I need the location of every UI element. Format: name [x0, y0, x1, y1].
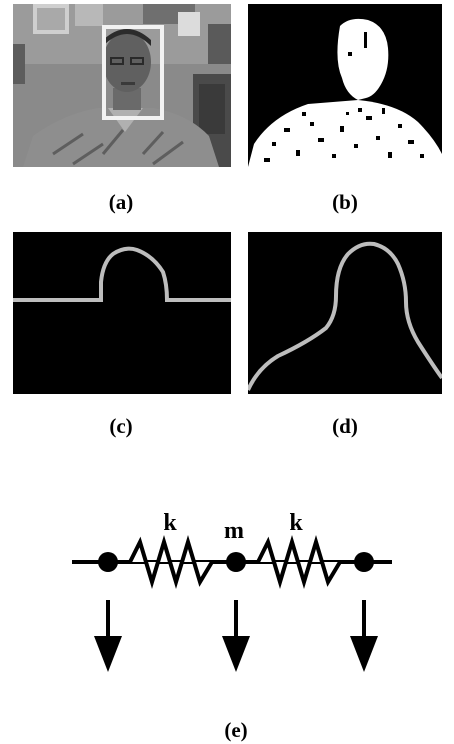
panel-b-segmentation — [248, 4, 442, 167]
segmentation-image — [248, 4, 442, 167]
contour-line — [13, 246, 231, 302]
spring-mass-diagram: k m k — [72, 510, 392, 672]
panel-a-photo — [13, 4, 231, 167]
spring-right — [236, 535, 364, 589]
spring-right-label: k — [289, 510, 303, 536]
node-mass — [226, 552, 246, 572]
force-arrow-middle — [222, 600, 250, 672]
caption-b: (b) — [332, 190, 358, 214]
caption-e: (e) — [224, 718, 248, 742]
force-arrow-right — [350, 600, 378, 672]
spring-left-label: k — [163, 510, 177, 536]
panel-c-initial-contour — [13, 232, 231, 394]
node-left — [98, 552, 118, 572]
caption-c: (c) — [109, 414, 133, 438]
node-right — [354, 552, 374, 572]
spring-left — [108, 535, 236, 589]
face-detection-image — [13, 4, 231, 167]
contour-line — [248, 241, 442, 391]
initial-contour-image — [13, 232, 231, 394]
caption-d: (d) — [332, 414, 358, 438]
final-contour-image — [248, 232, 442, 394]
caption-a: (a) — [108, 190, 134, 214]
panel-d-final-contour — [248, 232, 442, 394]
mass-label: m — [224, 518, 244, 544]
force-arrow-left — [94, 600, 122, 672]
